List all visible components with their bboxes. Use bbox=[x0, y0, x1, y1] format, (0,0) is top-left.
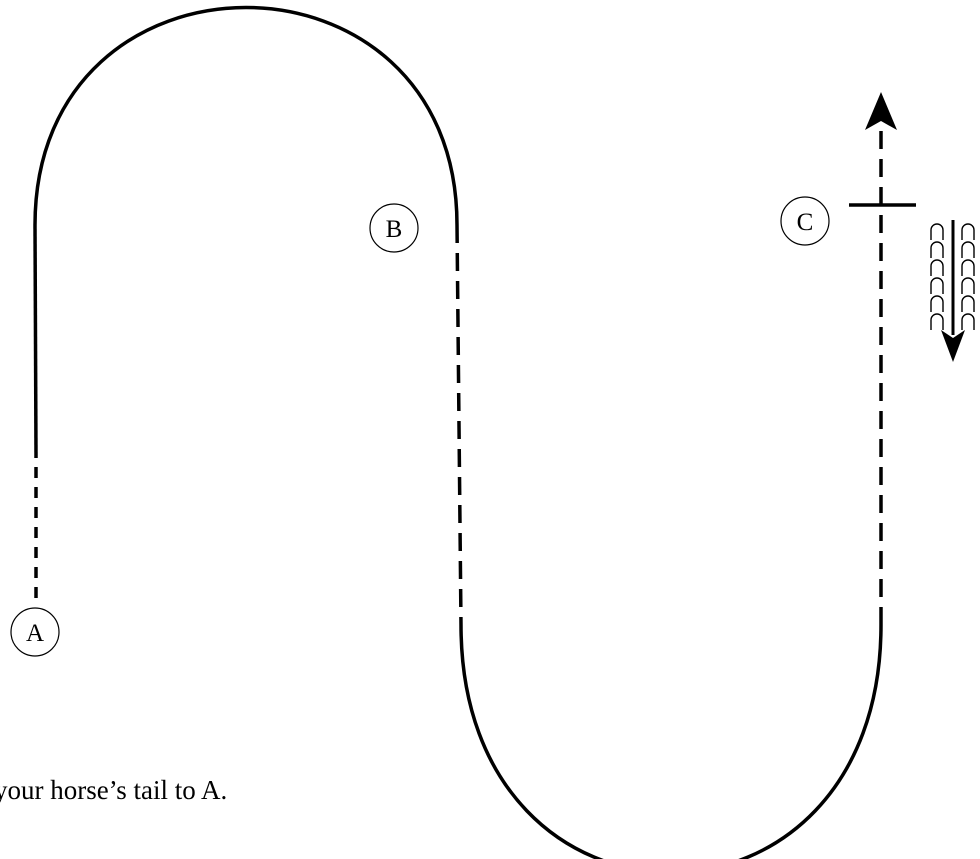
hoofprints-icon bbox=[930, 223, 975, 330]
arrow-down-icon bbox=[941, 220, 965, 362]
marker-b-label: B bbox=[386, 216, 403, 243]
marker-c-label: C bbox=[797, 209, 814, 236]
path-top-arc bbox=[33, 5, 459, 226]
marker-a-label: A bbox=[26, 620, 44, 647]
caption-text: your horse’s tail to A. bbox=[0, 775, 228, 805]
path-left-straight bbox=[33, 224, 38, 456]
marker-c: C bbox=[780, 196, 830, 246]
path-bottom-arc bbox=[459, 624, 883, 859]
arrow-up-icon bbox=[865, 92, 897, 130]
path-middle-dashed bbox=[455, 224, 463, 626]
marker-a: A bbox=[10, 607, 60, 657]
marker-b: B bbox=[369, 203, 419, 253]
